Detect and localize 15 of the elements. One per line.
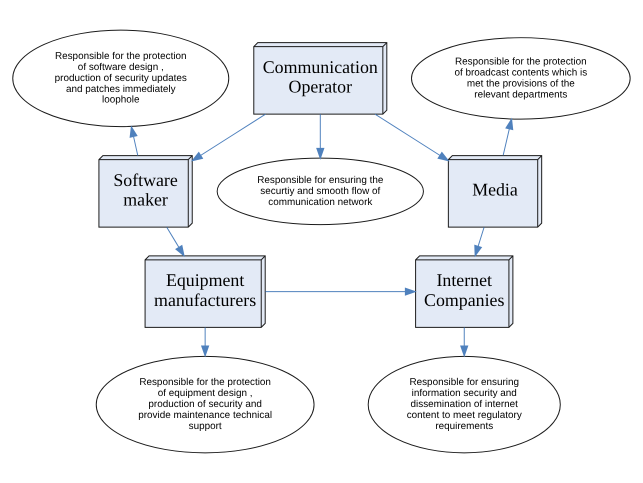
node-ellipse: Responsible for ensuring information security and dissemination of internet content to meet regulatory requirements	[368, 356, 561, 454]
arrow	[460, 326, 468, 358]
node-ellipse: Responsible for the protection of software design , production of security updates and patches immediately loophole	[12, 30, 230, 128]
arrow	[200, 326, 210, 358]
arrow	[264, 287, 417, 296]
arrow	[502, 118, 514, 156]
arrow	[166, 226, 185, 258]
node-ellipse: Responsible for ensuring the securtiy and smooth flow of communication network	[216, 158, 424, 226]
arrow	[130, 125, 138, 156]
node-ellipse: Responsible for the protection of equipment design , production of security and provide maintenance technical support	[96, 356, 315, 454]
arrow	[316, 114, 324, 160]
arrow	[374, 114, 450, 162]
node-ellipse: Responsible for the protection of broadcast contents which is met the provisions of the relevant departments	[411, 37, 631, 120]
arrow	[190, 114, 266, 162]
arrow	[474, 226, 485, 258]
